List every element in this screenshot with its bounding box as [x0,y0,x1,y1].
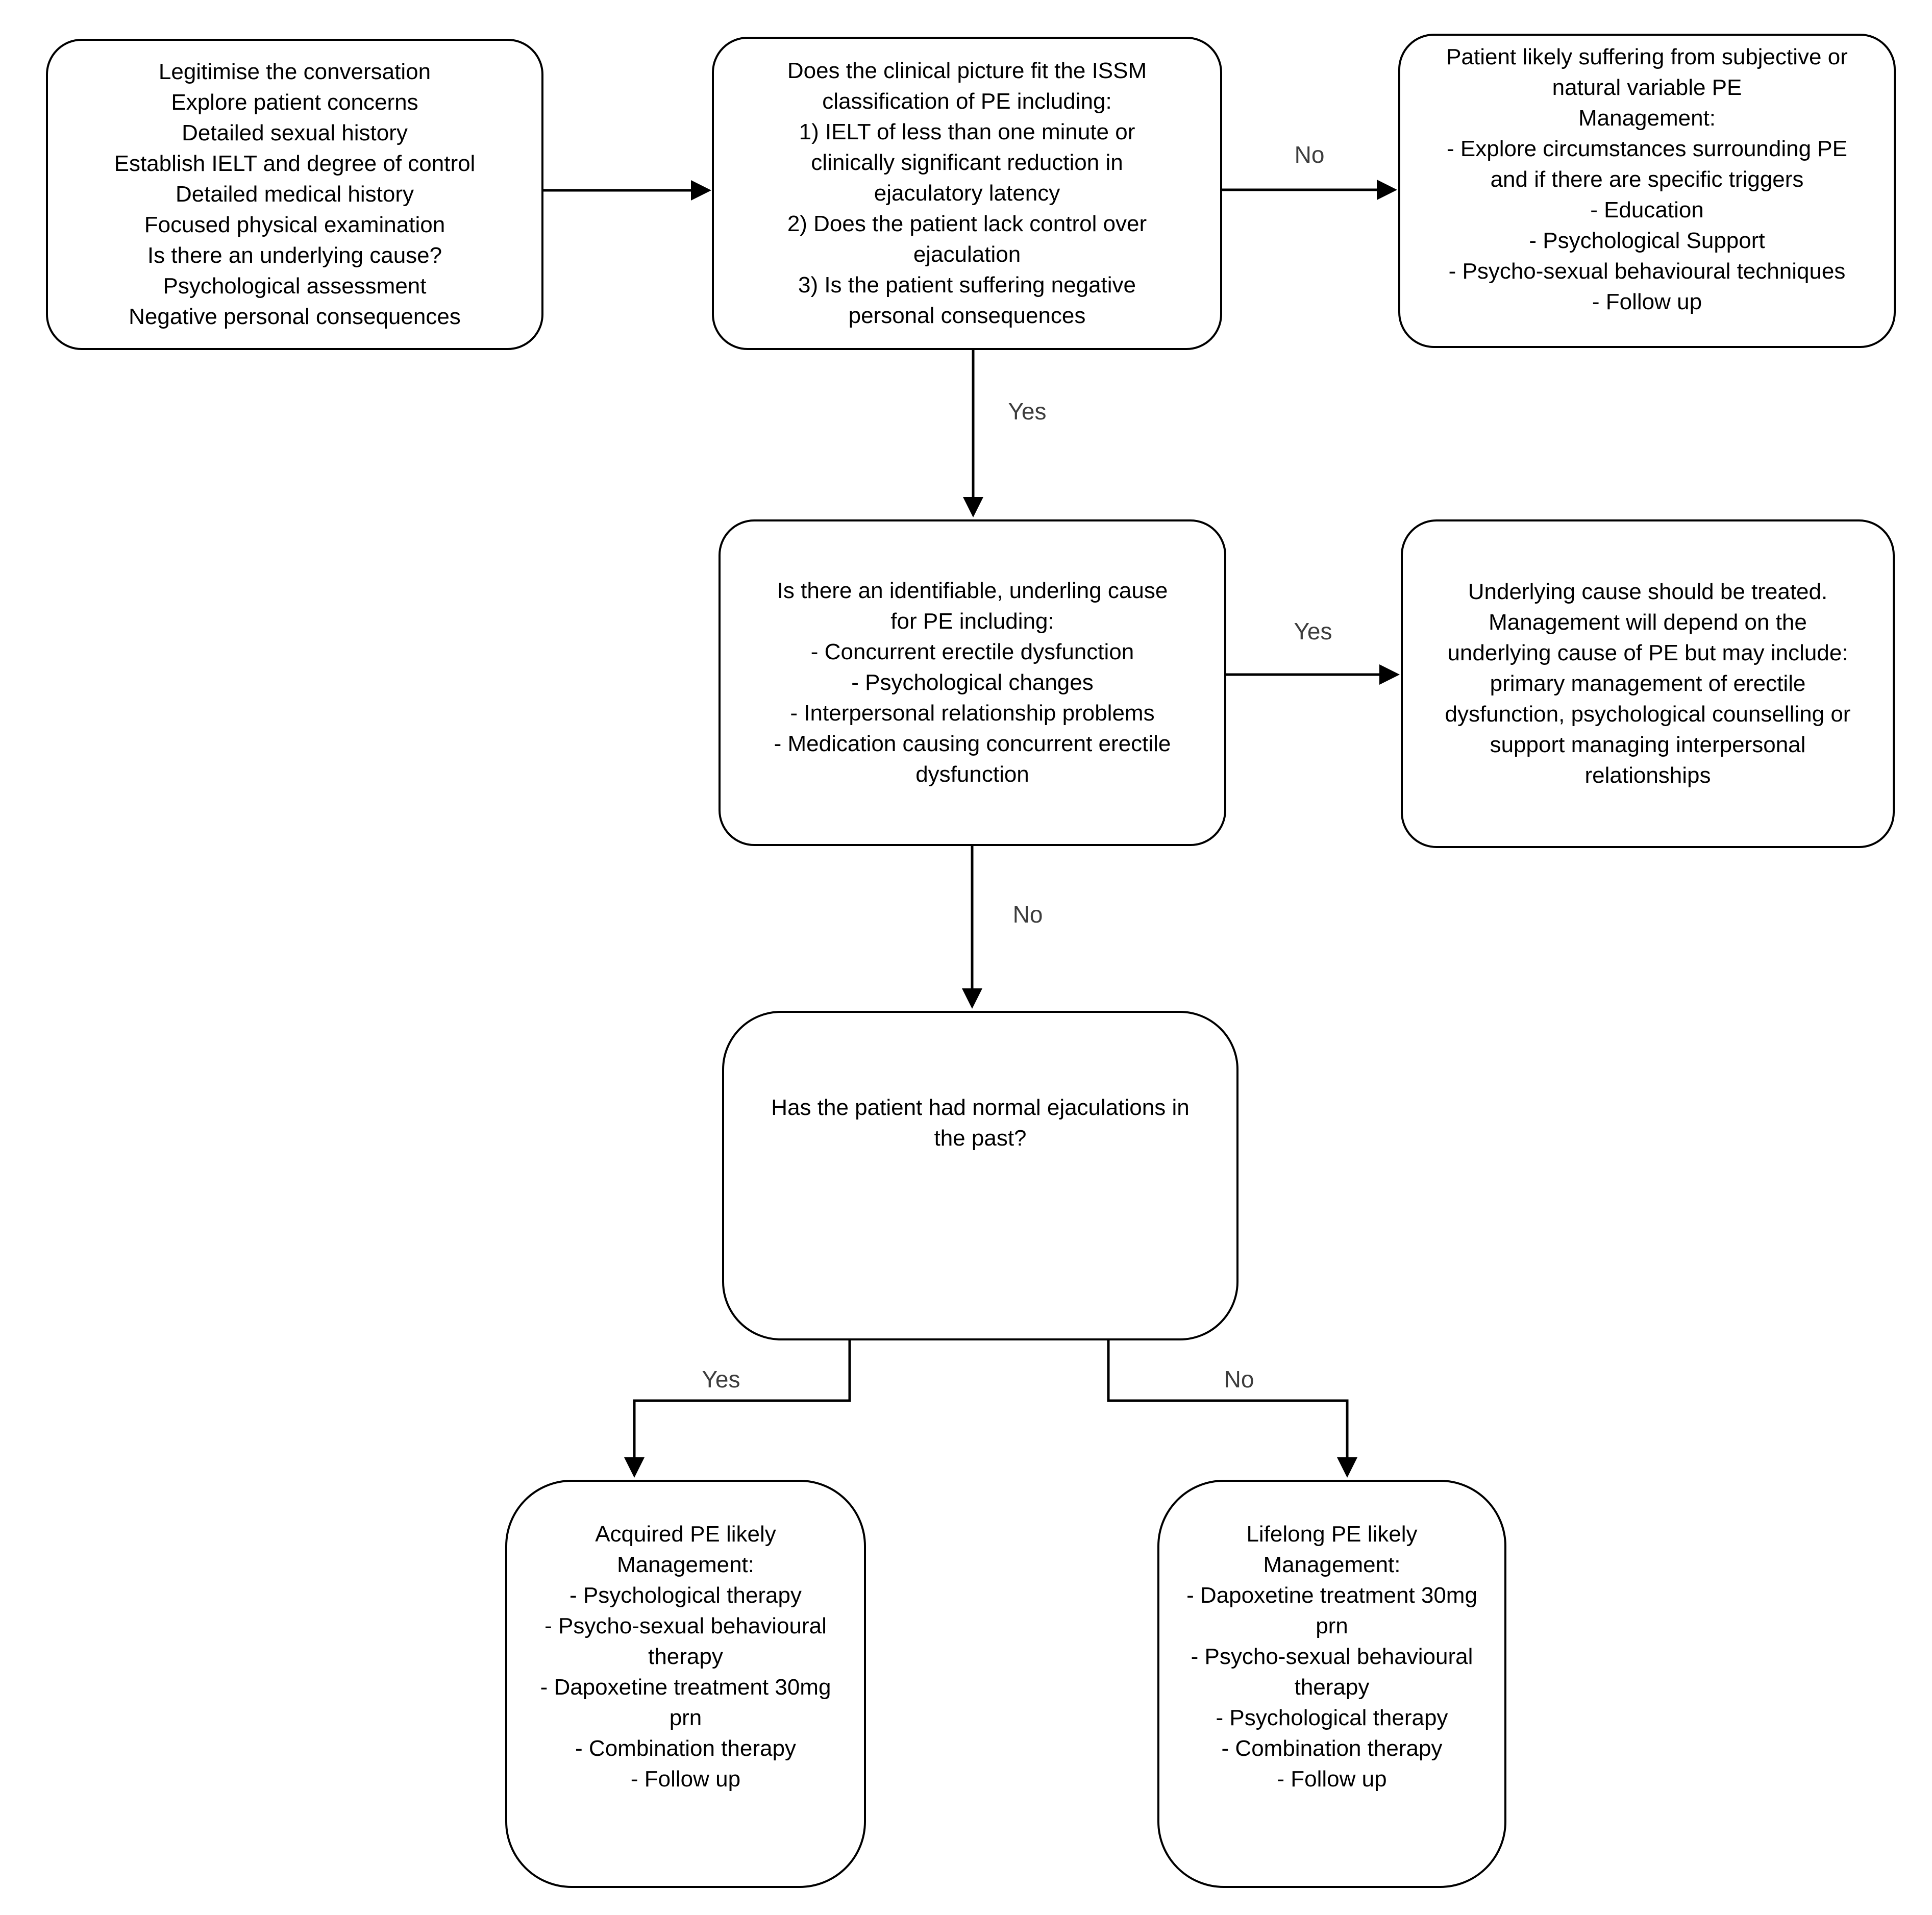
node-underlying-cause-question: Is there an identifiable, underling caus… [719,519,1226,846]
edge-label-normal-yes: Yes [702,1366,740,1392]
node-acquired-pe: Acquired PE likely Management: - Psychol… [505,1480,866,1888]
node-assessment: Legitimise the conversation Explore pati… [46,39,543,350]
edge-label-cause-yes: Yes [1294,618,1332,644]
arrow-normal-to-lifelong [1107,1340,1357,1478]
edge-label-cause-no: No [1012,901,1043,928]
arrow-normal-to-acquired [624,1340,851,1478]
edge-label-normal-no: No [1224,1366,1254,1392]
node-issm-question: Does the clinical picture fit the ISSM c… [712,37,1222,350]
node-treat-underlying-cause: Underlying cause should be treated. Mana… [1401,519,1895,848]
edge-label-issm-yes: Yes [1008,398,1047,425]
edge-label-issm-no: No [1294,141,1325,168]
node-normal-ejaculations-question: Has the patient had normal ejaculations … [722,1011,1239,1340]
node-lifelong-pe: Lifelong PE likely Management: - Dapoxet… [1157,1480,1506,1888]
node-subjective-pe: Patient likely suffering from subjective… [1398,34,1896,348]
